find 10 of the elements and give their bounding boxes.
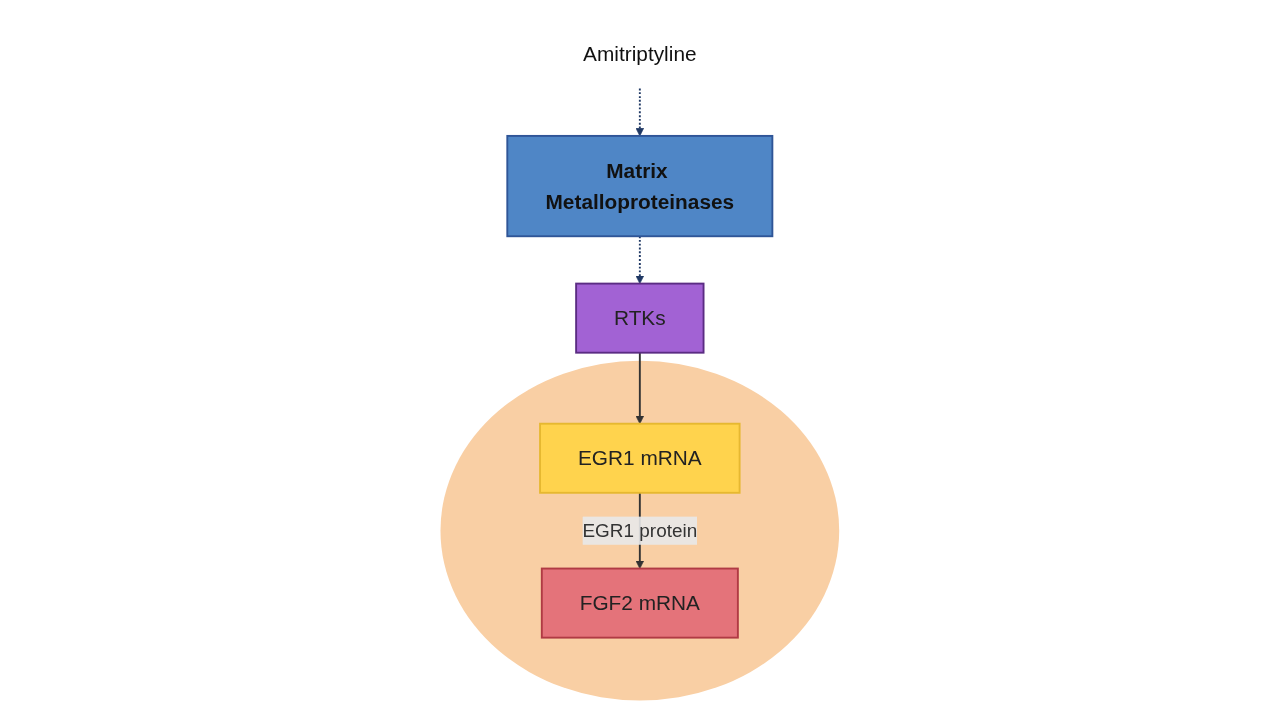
arrow <box>635 87 645 137</box>
node-text: Amitriptyline <box>583 42 697 66</box>
arrow <box>635 235 645 284</box>
node-box: FGF2 mRNA <box>541 567 739 639</box>
node-box: Matrix Metalloproteinases <box>506 134 774 238</box>
cluster <box>440 360 840 701</box>
edge-label: EGR1 protein <box>582 520 698 542</box>
node-box: EGR1 mRNA <box>539 422 741 494</box>
node-box: RTKs <box>575 282 705 354</box>
arrow <box>635 351 645 425</box>
